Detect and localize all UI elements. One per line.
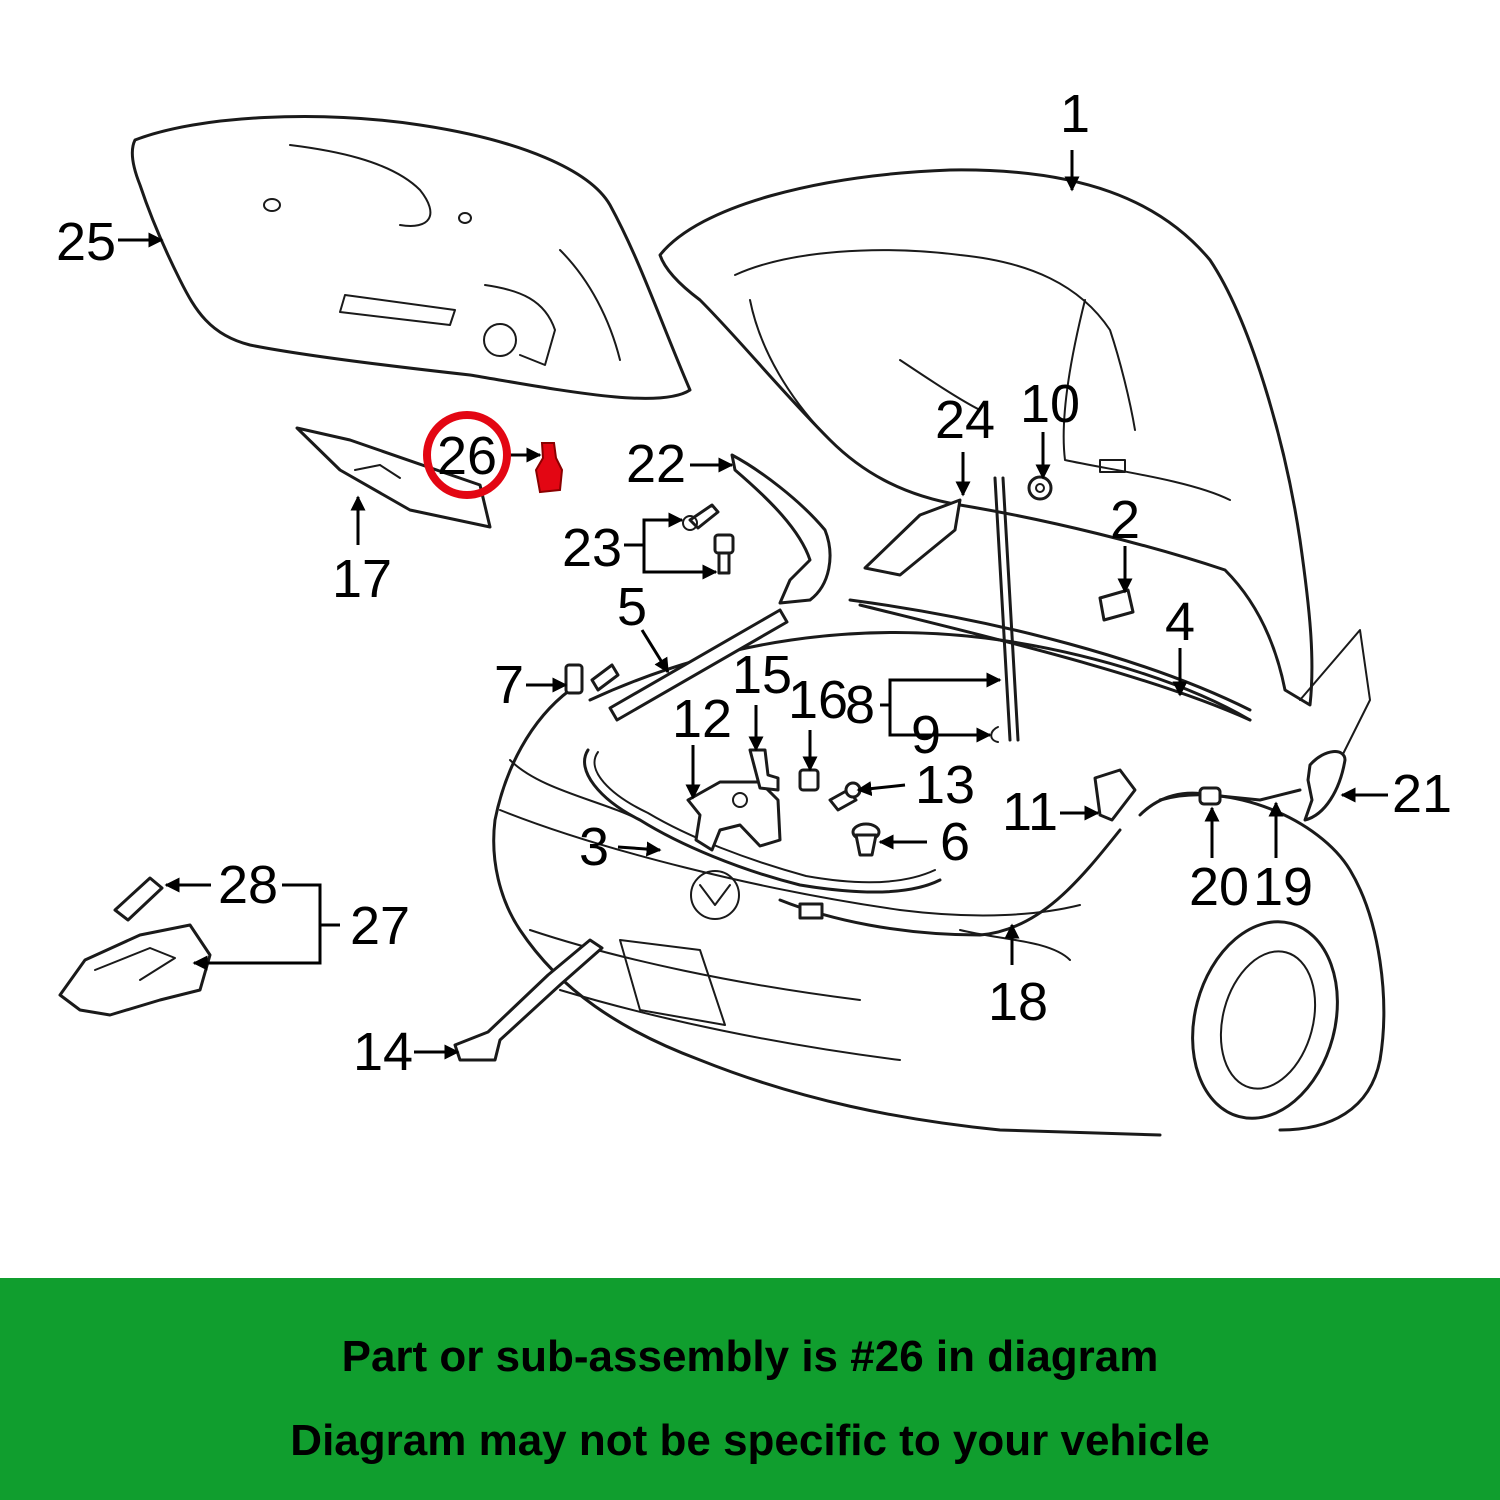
callout-4: 4 <box>1165 592 1195 652</box>
callout-25: 25 <box>56 212 116 272</box>
callout-16: 16 <box>788 670 848 730</box>
part-23-bolts-drawing <box>682 503 735 575</box>
callout-15: 15 <box>732 645 792 705</box>
part-17-drawing <box>295 426 492 529</box>
part-15-clip-drawing <box>748 748 780 792</box>
highlight-ring-26 <box>423 411 511 499</box>
part-11-bracket-drawing <box>1093 768 1137 822</box>
callout-11: 11 <box>1002 782 1058 842</box>
callout-23: 23 <box>562 518 622 578</box>
hood-assembly-diagram: 1 2 3 4 5 6 7 8 9 10 11 12 13 14 15 16 1… <box>56 84 1452 1137</box>
callout-6: 6 <box>940 812 970 872</box>
part-24-prop-drawing <box>863 498 962 577</box>
hood-insulation-pad-drawing <box>130 115 692 400</box>
part-12-hood-lock-drawing <box>686 780 782 852</box>
part-8-strut-drawing <box>993 476 1020 742</box>
part-reference-text: Part or sub-assembly is #26 in diagram <box>341 1332 1159 1381</box>
part-2-bumper-drawing <box>1098 588 1135 622</box>
callout-3: 3 <box>579 817 609 877</box>
part-26-clip-drawing <box>534 442 564 494</box>
part-21-release-handle-drawing <box>1303 750 1347 822</box>
part-5-seal-drawing <box>608 608 789 722</box>
part-4-seal-drawing <box>858 603 1252 722</box>
callout-labels: 1 2 3 4 5 6 7 8 9 10 11 12 13 14 15 16 1… <box>56 84 1452 1082</box>
callout-5: 5 <box>617 577 647 637</box>
callout-27: 27 <box>350 896 410 956</box>
hood-panel-drawing <box>658 168 1314 707</box>
disclaimer-banner: Part or sub-assembly is #26 in diagram D… <box>0 1278 1500 1500</box>
callout-14: 14 <box>353 1022 413 1082</box>
part-20-19-cable-drawing <box>1138 786 1302 817</box>
callout-26: 26 <box>437 426 497 486</box>
part-9-clip-drawing <box>990 726 999 743</box>
callout-28: 28 <box>218 855 278 915</box>
callout-17: 17 <box>332 549 392 609</box>
part-18-cable-drawing <box>778 828 1122 937</box>
part-28-bulb-drawing <box>113 876 164 922</box>
part-27-lamp-housing-drawing <box>58 923 212 1017</box>
callout-12: 12 <box>672 689 732 749</box>
callout-8: 8 <box>845 675 875 735</box>
part-10-clip-drawing <box>1027 475 1053 501</box>
callout-10: 10 <box>1020 374 1080 434</box>
leader-lines <box>118 150 1388 1060</box>
callout-1: 1 <box>1060 84 1090 144</box>
callout-20: 20 <box>1189 857 1249 917</box>
callout-2: 2 <box>1110 490 1140 550</box>
callout-7: 7 <box>494 655 524 715</box>
part-6-bumper-drawing <box>851 822 881 857</box>
callout-9: 9 <box>911 705 941 765</box>
part-3-seal-drawing <box>583 748 942 894</box>
part-13-screw-drawing <box>828 781 862 812</box>
vehicle-disclaimer-text: Diagram may not be specific to your vehi… <box>290 1416 1210 1465</box>
callout-24: 24 <box>935 390 995 450</box>
part-22-hinge-drawing <box>730 453 832 605</box>
part-16-clip-drawing <box>798 768 820 792</box>
part-7-fastener-drawing <box>564 663 620 695</box>
callout-13: 13 <box>915 755 975 815</box>
callout-19: 19 <box>1253 857 1313 917</box>
callout-18: 18 <box>988 972 1048 1032</box>
callout-22: 22 <box>626 434 686 494</box>
part-14-rod-drawing <box>453 938 604 1062</box>
callout-21: 21 <box>1392 764 1452 824</box>
